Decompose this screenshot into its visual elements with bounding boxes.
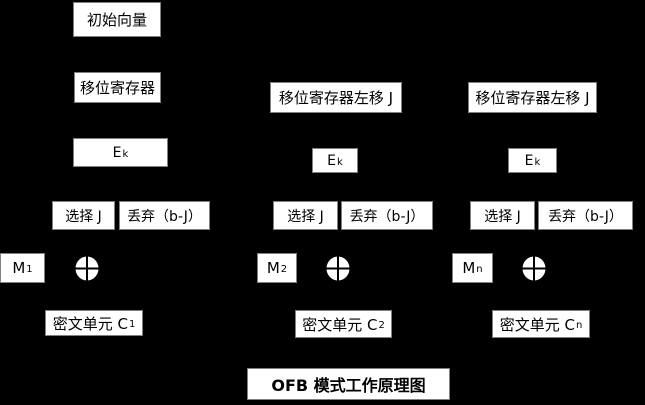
discard-box-1: 丢弃（b-J） bbox=[119, 201, 210, 230]
discard-label-3: 丢弃（b-J） bbox=[548, 208, 623, 225]
xor-icon bbox=[326, 256, 350, 281]
cipher-unit-sub-2: 2 bbox=[378, 320, 385, 331]
select-label-3: 选择 J bbox=[484, 208, 521, 225]
cipher-unit-sub-1: 1 bbox=[128, 319, 136, 330]
xor-icon bbox=[75, 256, 99, 281]
encrypt-label-3: E bbox=[524, 152, 534, 169]
select-box-1: 选择 J bbox=[52, 201, 115, 230]
shift-register-box-1: 移位寄存器 bbox=[74, 72, 161, 103]
select-box-2: 选择 J bbox=[273, 201, 338, 230]
encrypt-sub-1: k bbox=[122, 148, 129, 160]
select-box-3: 选择 J bbox=[470, 201, 535, 230]
encrypt-label-1: E bbox=[112, 144, 122, 161]
shift-register-label-1: 移位寄存器 bbox=[79, 79, 155, 97]
select-label-2: 选择 J bbox=[287, 208, 324, 225]
discard-box-3: 丢弃（b-J） bbox=[538, 201, 633, 230]
message-label-3: M bbox=[462, 259, 476, 277]
message-label-1: M bbox=[12, 259, 26, 277]
diagram-title-box: OFB 模式工作原理图 bbox=[247, 368, 450, 400]
shift-register-box-2: 移位寄存器左移 J bbox=[270, 82, 402, 113]
initial-vector-box: 初始向量 bbox=[73, 2, 161, 37]
cipher-unit-label-2: 密文单元 C bbox=[302, 315, 378, 334]
cipher-unit-label-3: 密文单元 C bbox=[499, 315, 575, 334]
encrypt-sub-3: k bbox=[534, 156, 541, 168]
message-sub-2: 2 bbox=[280, 264, 288, 275]
shift-register-label-2: 移位寄存器左移 J bbox=[278, 89, 394, 107]
cipher-unit-label-1: 密文单元 C bbox=[52, 314, 128, 333]
select-label-1: 选择 J bbox=[65, 208, 102, 225]
message-sub-1: 1 bbox=[26, 264, 33, 275]
xor-icon bbox=[522, 256, 546, 281]
cipher-unit-sub-3: n bbox=[575, 320, 583, 331]
encrypt-label-2: E bbox=[327, 152, 337, 169]
discard-box-2: 丢弃（b-J） bbox=[341, 201, 433, 230]
diagram-title: OFB 模式工作原理图 bbox=[271, 376, 426, 395]
discard-label-1: 丢弃（b-J） bbox=[127, 208, 202, 225]
initial-vector-label: 初始向量 bbox=[86, 11, 147, 29]
message-sub-3: n bbox=[476, 264, 483, 275]
shift-register-box-3: 移位寄存器左移 J bbox=[468, 82, 597, 113]
encrypt-sub-2: k bbox=[337, 156, 343, 168]
shift-register-label-3: 移位寄存器左移 J bbox=[475, 89, 590, 107]
discard-label-2: 丢弃（b-J） bbox=[349, 208, 425, 225]
message-label-2: M bbox=[266, 259, 280, 277]
